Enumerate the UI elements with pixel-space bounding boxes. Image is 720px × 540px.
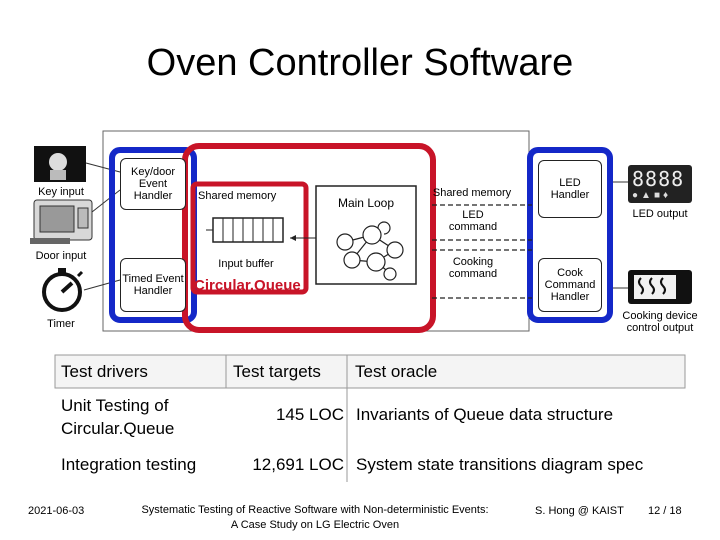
footer-date: 2021-06-03 [28, 505, 85, 517]
timer-label: Timer [47, 318, 75, 330]
table-header-test-drivers: Test drivers [61, 362, 148, 381]
table-row-1-target: 145 LOC [275, 405, 344, 424]
led-handler-label: LED Handler [550, 177, 590, 201]
table-row-2-driver: Integration testing [61, 455, 197, 474]
led-handler: LED Handler [538, 160, 602, 218]
stopwatch-icon [42, 268, 84, 312]
table-row-1-driver: Unit Testing of Circular.Queue [61, 396, 175, 438]
input-buffer-label: Input buffer [218, 258, 274, 270]
cook-command-handler: Cook Command Handler [538, 258, 602, 312]
door-input-line [91, 189, 121, 213]
key-door-event-handler-label: Key/door Event Handler [130, 166, 176, 202]
table-header-test-oracle: Test oracle [355, 362, 438, 381]
table-row-1-oracle: Invariants of Queue data structure [356, 405, 614, 424]
led-command-label: LED command [448, 209, 498, 233]
timed-event-handler: Timed Event Handler [120, 258, 186, 312]
state-machine [336, 221, 404, 281]
footer-citation-line-1: Systematic Testing of Reactive Software … [141, 504, 489, 516]
footer-author: S. Hong @ KAIST [535, 505, 624, 517]
right-blue-frame [527, 147, 613, 323]
oven-icon [30, 199, 93, 244]
heater-icon [628, 270, 692, 304]
cooking-command-label: Cooking command [448, 256, 498, 280]
key-input-label: Key input [38, 186, 84, 198]
led-output-label: LED output [632, 208, 688, 220]
buffer-out-arrowhead [290, 235, 296, 241]
footer-citation-line-2: A Case Study on LG Electric Oven [230, 519, 400, 531]
table-row-2-target: 12,691 LOC [252, 455, 344, 474]
footer-citation: Systematic Testing of Reactive Software … [105, 503, 525, 533]
led-digits: 8888 [632, 167, 685, 191]
cook-command-handler-label: Cook Command Handler [544, 267, 596, 303]
main-red-frame [182, 143, 436, 333]
key-door-event-handler: Key/door Event Handler [120, 158, 186, 210]
main-loop-label: Main Loop [337, 196, 395, 210]
timed-event-handler-label: Timed Event Handler [122, 273, 184, 297]
led-display-icon [628, 165, 692, 203]
table-header-test-targets: Test targets [233, 362, 321, 381]
door-input-label: Door input [35, 250, 87, 262]
footer-page-number: 12 / 18 [648, 505, 682, 517]
shared-memory-right-label: Shared memory [432, 187, 512, 199]
circular-queue-label: Circular.Queue [194, 277, 301, 294]
input-buffer-cells [212, 217, 284, 243]
slide-title: Oven Controller Software [146, 42, 574, 84]
key-input-icon [34, 146, 86, 182]
table-header-box [54, 354, 686, 389]
led-icons-row: ●▲■♦ [632, 190, 672, 201]
cooking-output-label: Cooking device control output [622, 310, 698, 334]
shared-memory-left-label: Shared memory [198, 190, 277, 202]
table-row-2-oracle: System state transitions diagram spec [356, 455, 644, 474]
